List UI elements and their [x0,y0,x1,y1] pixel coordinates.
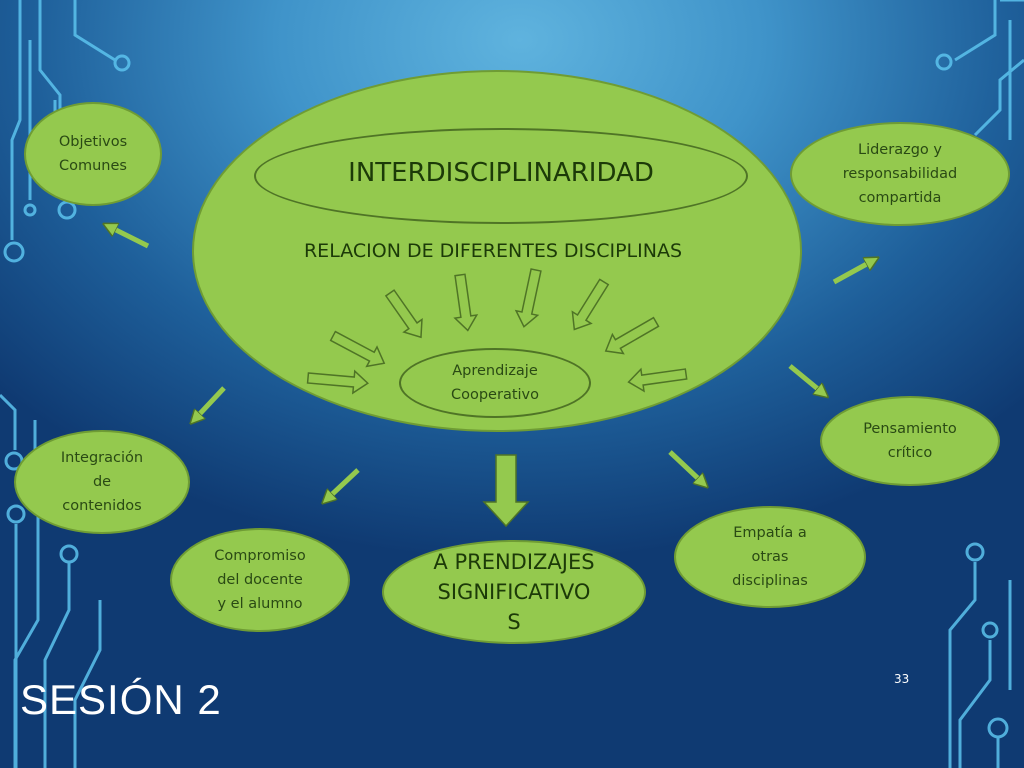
node-empatia: Empatía a otras disciplinas [674,506,866,608]
node-label: Objetivos Comunes [58,134,128,174]
node-liderazgo: Liderazgo y responsabilidad compartida [790,122,1010,226]
core-node-aprendizaje-cooperativo: Aprendizaje Cooperativo [399,348,591,418]
core-node-label: Aprendizaje Cooperativo [450,363,539,403]
node-label: Liderazgo y responsabilidad compartida [842,142,958,206]
node-compromiso: Compromiso del docente y el alumno [170,528,350,632]
node-label: Empatía a otras disciplinas [732,525,808,589]
node-label: Integración de contenidos [60,450,144,514]
node-label: Pensamiento crítico [863,421,957,461]
page-number: 33 [894,672,910,686]
title-ellipse [254,128,748,224]
session-title: SESIÓN 2 [20,676,222,723]
node-aprendizajes-significativos: A PRENDIZAJES SIGNIFICATIVO S [382,540,646,644]
node-integracion: Integración de contenidos [14,430,190,534]
node-objetivos-comunes: Objetivos Comunes [24,102,162,206]
diagram-title: INTERDISCIPLINARIDAD [348,158,654,188]
node-pensamiento-critico: Pensamiento crítico [820,396,1000,486]
node-label: A PRENDIZAJES SIGNIFICATIVO S [433,550,595,634]
diagram-subtitle: RELACION DE DIFERENTES DISCIPLINAS [303,240,683,262]
node-label: Compromiso del docente y el alumno [214,548,306,612]
